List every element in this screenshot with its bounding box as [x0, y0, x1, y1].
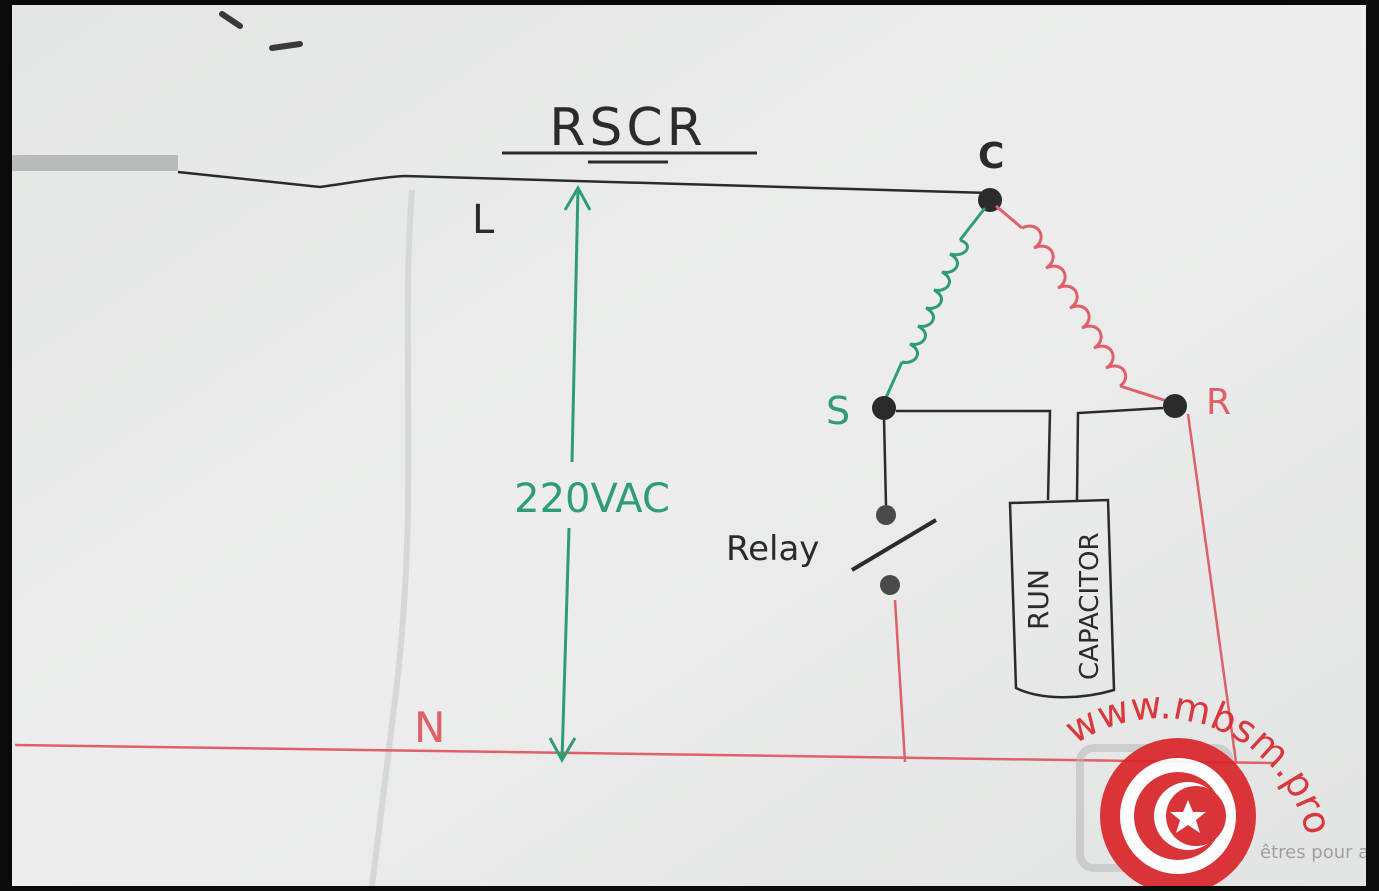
voltage-arrowhead-bottom	[548, 737, 577, 764]
start-terminal	[872, 396, 896, 420]
overlay-bar	[4, 155, 178, 171]
relay-wire-bottom	[893, 599, 907, 763]
run-to-neutral-wire	[1186, 413, 1238, 763]
relay-label: Relay	[726, 529, 819, 569]
frame-right	[1366, 0, 1379, 886]
paper-background	[10, 4, 1368, 886]
paper-fold	[369, 189, 415, 887]
start-winding	[882, 207, 987, 403]
relay-contact-top	[876, 505, 896, 525]
watermark-overlay-text: êtres pour a	[1260, 842, 1369, 863]
relay-switch-blade	[850, 518, 938, 572]
frame-left	[0, 0, 12, 886]
voltage-label: 220VAC	[514, 476, 670, 522]
capacitor-label-run: RUN	[1022, 569, 1055, 630]
capacitor-label-capacitor: CAPACITOR	[1075, 532, 1105, 680]
voltage-arrow-lower	[560, 527, 571, 761]
run-capacitor	[1008, 498, 1116, 699]
run-terminal	[1163, 394, 1187, 418]
diagram-title: RSCR	[549, 98, 707, 158]
voltage-arrow-upper	[570, 187, 580, 463]
common-label: C	[978, 136, 1004, 177]
start-label: S	[826, 389, 850, 433]
line-label: L	[472, 197, 495, 243]
relay-wire-top	[882, 417, 888, 506]
watermark-logo	[1076, 738, 1256, 891]
ink-scribble	[219, 11, 303, 51]
capacitor-wiring	[896, 406, 1164, 501]
line-wire	[177, 170, 991, 195]
neutral-wire	[14, 743, 1276, 765]
run-label: R	[1206, 382, 1231, 423]
relay-contact-bottom	[880, 575, 900, 595]
neutral-label: N	[414, 703, 445, 752]
run-winding	[995, 204, 1171, 404]
frame-top	[0, 0, 1379, 5]
voltage-arrowhead-top	[563, 184, 592, 211]
